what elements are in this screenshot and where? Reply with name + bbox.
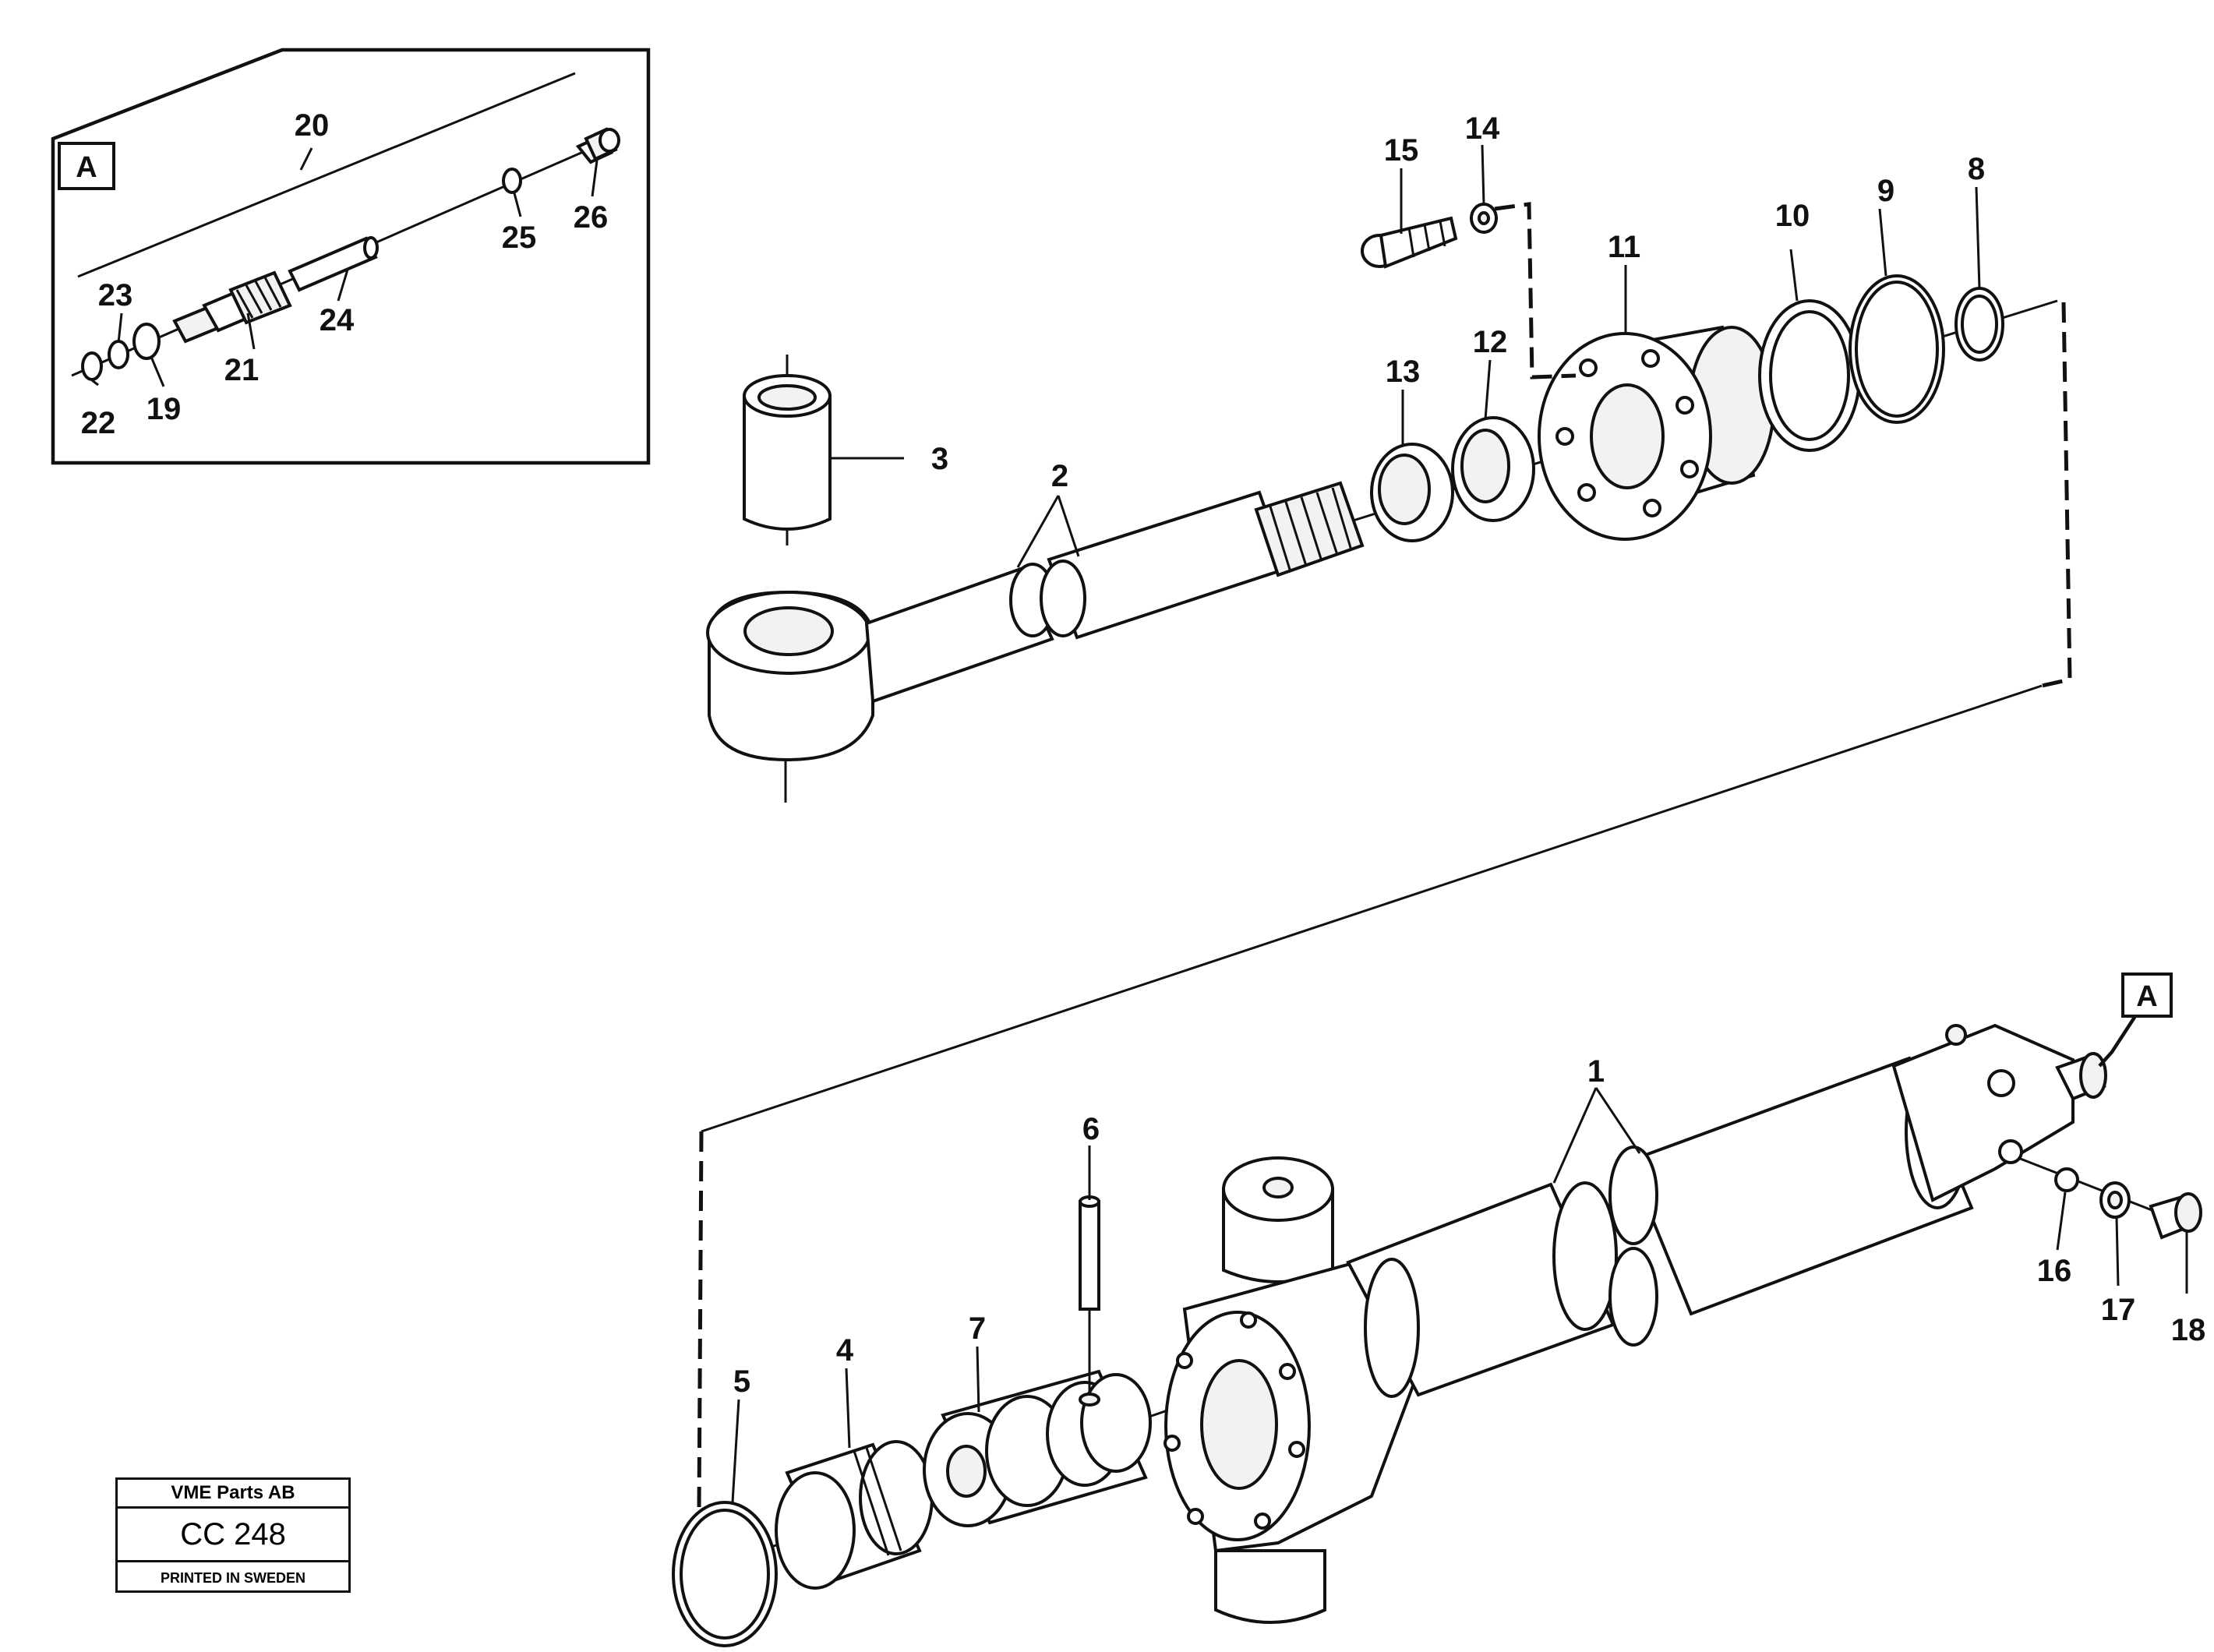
cylinder-tube-assembly: A xyxy=(672,972,2202,1647)
callout-box-letter: A xyxy=(2136,980,2157,1013)
label-part-12: 12 xyxy=(1473,325,1508,359)
label-part-5: 5 xyxy=(733,1364,750,1399)
stamp-printed: PRINTED IN SWEDEN xyxy=(160,1570,305,1586)
label-part-1: 1 xyxy=(1587,1054,1605,1089)
stamp-code: CC 248 xyxy=(118,1509,348,1562)
label-part-26: 26 xyxy=(574,200,609,235)
label-part-8: 8 xyxy=(1968,152,1985,186)
label-part-16: 16 xyxy=(2037,1254,2072,1288)
title-stamp: VME Parts AB CC 248 PRINTED IN SWEDEN xyxy=(115,1477,351,1593)
label-part-11: 11 xyxy=(1608,230,1640,264)
label-part-21: 21 xyxy=(224,353,260,387)
dashed-connector-right xyxy=(2041,302,2072,688)
label-part-15: 15 xyxy=(1384,133,1419,168)
inset-detail-a: A xyxy=(51,48,651,465)
label-part-24: 24 xyxy=(320,303,355,337)
label-part-3: 3 xyxy=(931,442,948,476)
label-part-10: 10 xyxy=(1775,199,1810,233)
label-part-2: 2 xyxy=(1051,459,1068,493)
label-part-4: 4 xyxy=(836,1333,854,1368)
label-part-13: 13 xyxy=(1386,355,1421,389)
inset-box-letter: A xyxy=(76,151,97,184)
label-part-23: 23 xyxy=(98,278,133,312)
label-part-20: 20 xyxy=(295,108,330,143)
label-part-19: 19 xyxy=(147,392,182,426)
label-part-6: 6 xyxy=(1082,1112,1100,1146)
part-number-labels: 1 2 3 4 5 6 7 8 9 10 11 12 13 14 15 16 1… xyxy=(81,108,2206,1399)
piston-rod-assembly xyxy=(706,202,2058,803)
label-part-9: 9 xyxy=(1877,174,1894,208)
label-part-18: 18 xyxy=(2171,1313,2206,1347)
label-part-7: 7 xyxy=(969,1311,986,1346)
leader-lines xyxy=(91,144,2188,1503)
label-part-22: 22 xyxy=(81,406,116,440)
label-part-25: 25 xyxy=(502,221,537,255)
label-part-14: 14 xyxy=(1465,111,1500,146)
label-part-17: 17 xyxy=(2101,1293,2136,1327)
stamp-company: VME Parts AB xyxy=(118,1480,348,1509)
